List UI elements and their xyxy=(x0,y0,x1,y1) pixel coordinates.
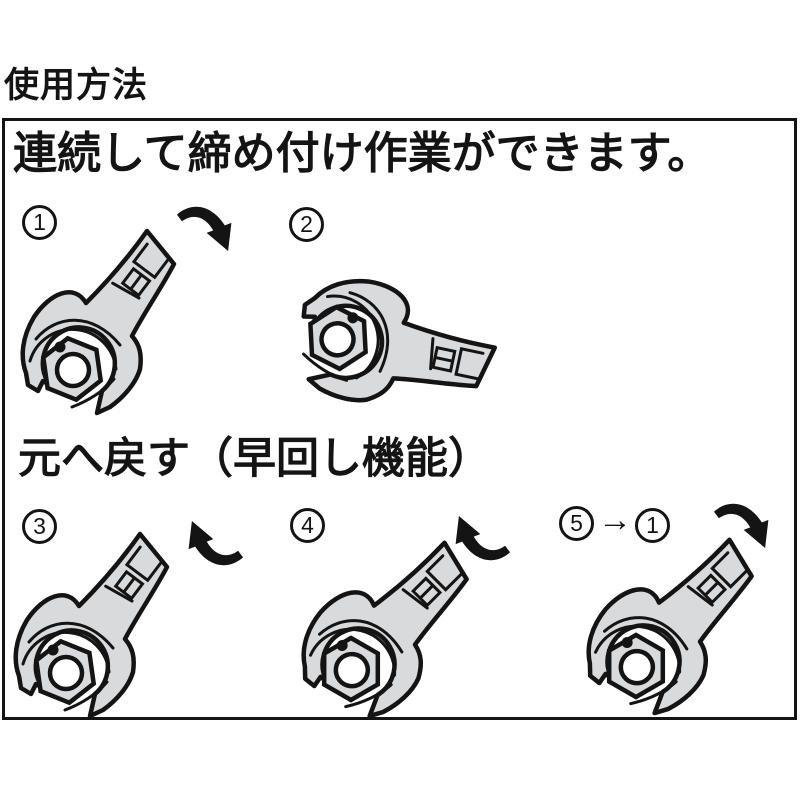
step-1-result-badge: 1 xyxy=(635,508,670,543)
step-5-to-1-arrow-icon: → xyxy=(598,501,632,539)
step-2-badge: 2 xyxy=(289,207,324,242)
wrench-illustration-step-2 xyxy=(278,218,523,403)
heading-return: 元へ戻す（早回し機能） xyxy=(18,435,491,483)
rotate-counterclockwise-arrow-icon xyxy=(455,516,511,561)
step-4-badge: 4 xyxy=(290,508,325,543)
step-1-badge: 1 xyxy=(22,205,57,240)
page-title: 使用方法 xyxy=(4,66,149,105)
step-3-badge: 3 xyxy=(22,509,57,544)
wrench-illustration-step-1 xyxy=(12,209,197,424)
step-5-badge: 5 xyxy=(559,506,594,541)
rotate-clockwise-arrow-icon xyxy=(176,206,232,251)
rotate-counterclockwise-arrow-icon xyxy=(188,521,244,566)
rotate-clockwise-arrow-icon xyxy=(713,503,769,548)
heading-tighten: 連続して締め付け作業ができます。 xyxy=(13,129,712,178)
wrench-illustration-step-3 xyxy=(5,512,190,727)
